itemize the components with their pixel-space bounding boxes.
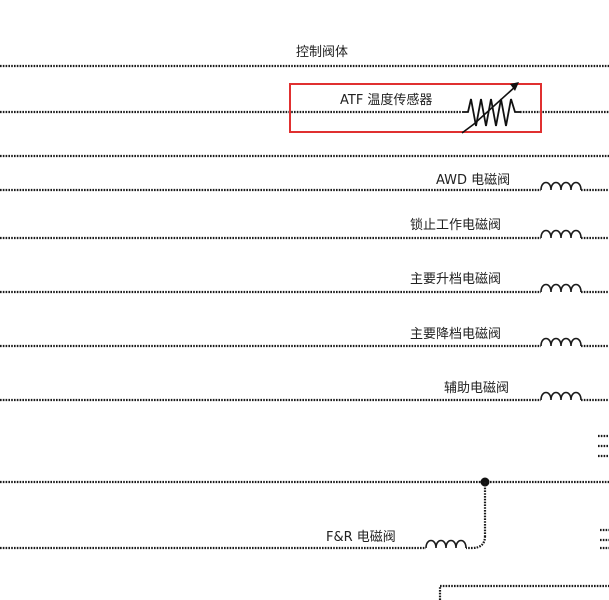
thermistor-icon <box>461 82 520 134</box>
solenoid-label-upshift: 主要升档电磁阀 <box>410 272 501 287</box>
junction-drop-corner <box>466 535 487 550</box>
solenoid-label-lockup: 锁止工作电磁阀 <box>410 217 501 233</box>
coil-icon-lockup <box>540 229 582 239</box>
coil-icon-downshift <box>540 337 582 347</box>
solenoid-label-fr: F&R 电磁阀 <box>326 530 396 545</box>
bottom-bracket <box>438 584 609 600</box>
sensor-label: ATF 温度传感器 <box>340 92 432 108</box>
header-label: 控制阀体 <box>296 45 348 60</box>
coil-icon-awd <box>540 181 582 191</box>
solenoid-label-aux: 辅助电磁阀 <box>444 381 509 396</box>
coil-icon-fr <box>425 539 467 549</box>
sensor-highlight-box <box>289 83 542 133</box>
solenoid-label-downshift: 主要降档电磁阀 <box>410 327 501 342</box>
coil-icon-upshift <box>540 283 582 293</box>
coil-icon-aux <box>540 391 582 401</box>
solenoid-label-awd: AWD 电磁阀 <box>436 173 510 188</box>
